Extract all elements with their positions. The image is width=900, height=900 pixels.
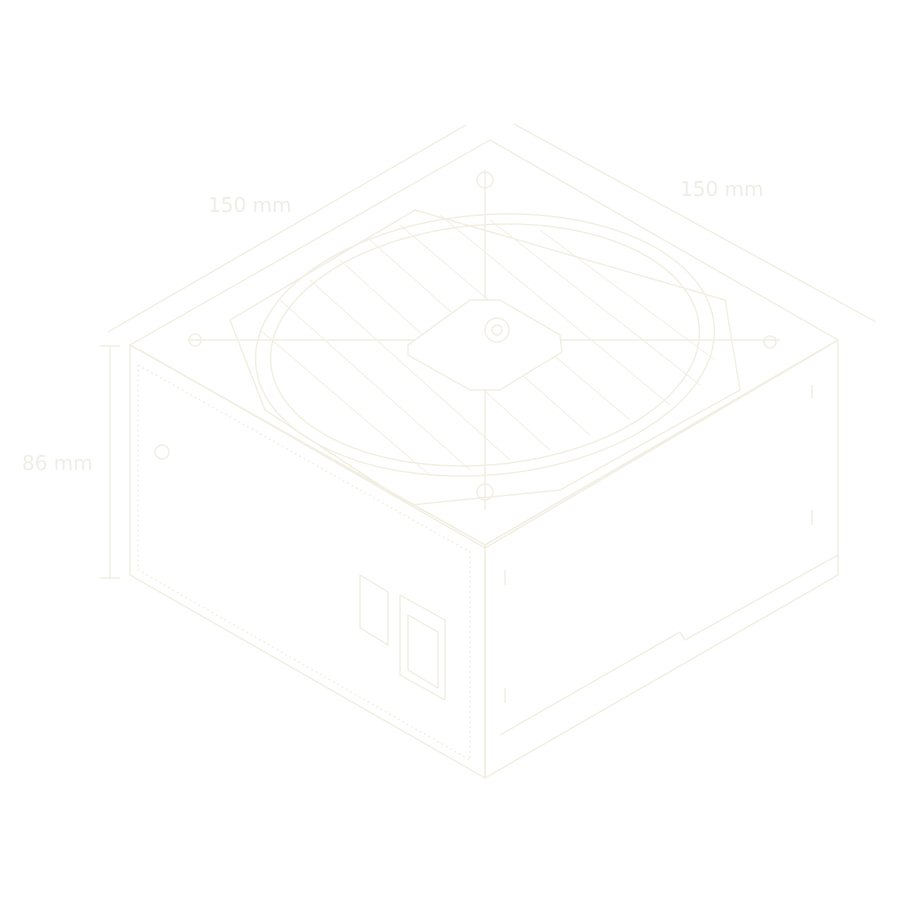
left-face: [129, 344, 486, 779]
ac-inlet: [399, 594, 446, 701]
height-label: 86 mm: [22, 451, 93, 475]
depth-label: 150 mm: [680, 177, 764, 201]
vent-mesh: [137, 364, 471, 761]
power-switch: [359, 574, 389, 646]
width-label: 150 mm: [208, 193, 292, 217]
right-face: [484, 339, 839, 779]
width-dimension-line: [107, 124, 467, 333]
power-led: [154, 444, 170, 460]
depth-dimension-line: [513, 123, 877, 323]
fan-hub: [407, 299, 563, 391]
gear-icon: [484, 317, 510, 343]
